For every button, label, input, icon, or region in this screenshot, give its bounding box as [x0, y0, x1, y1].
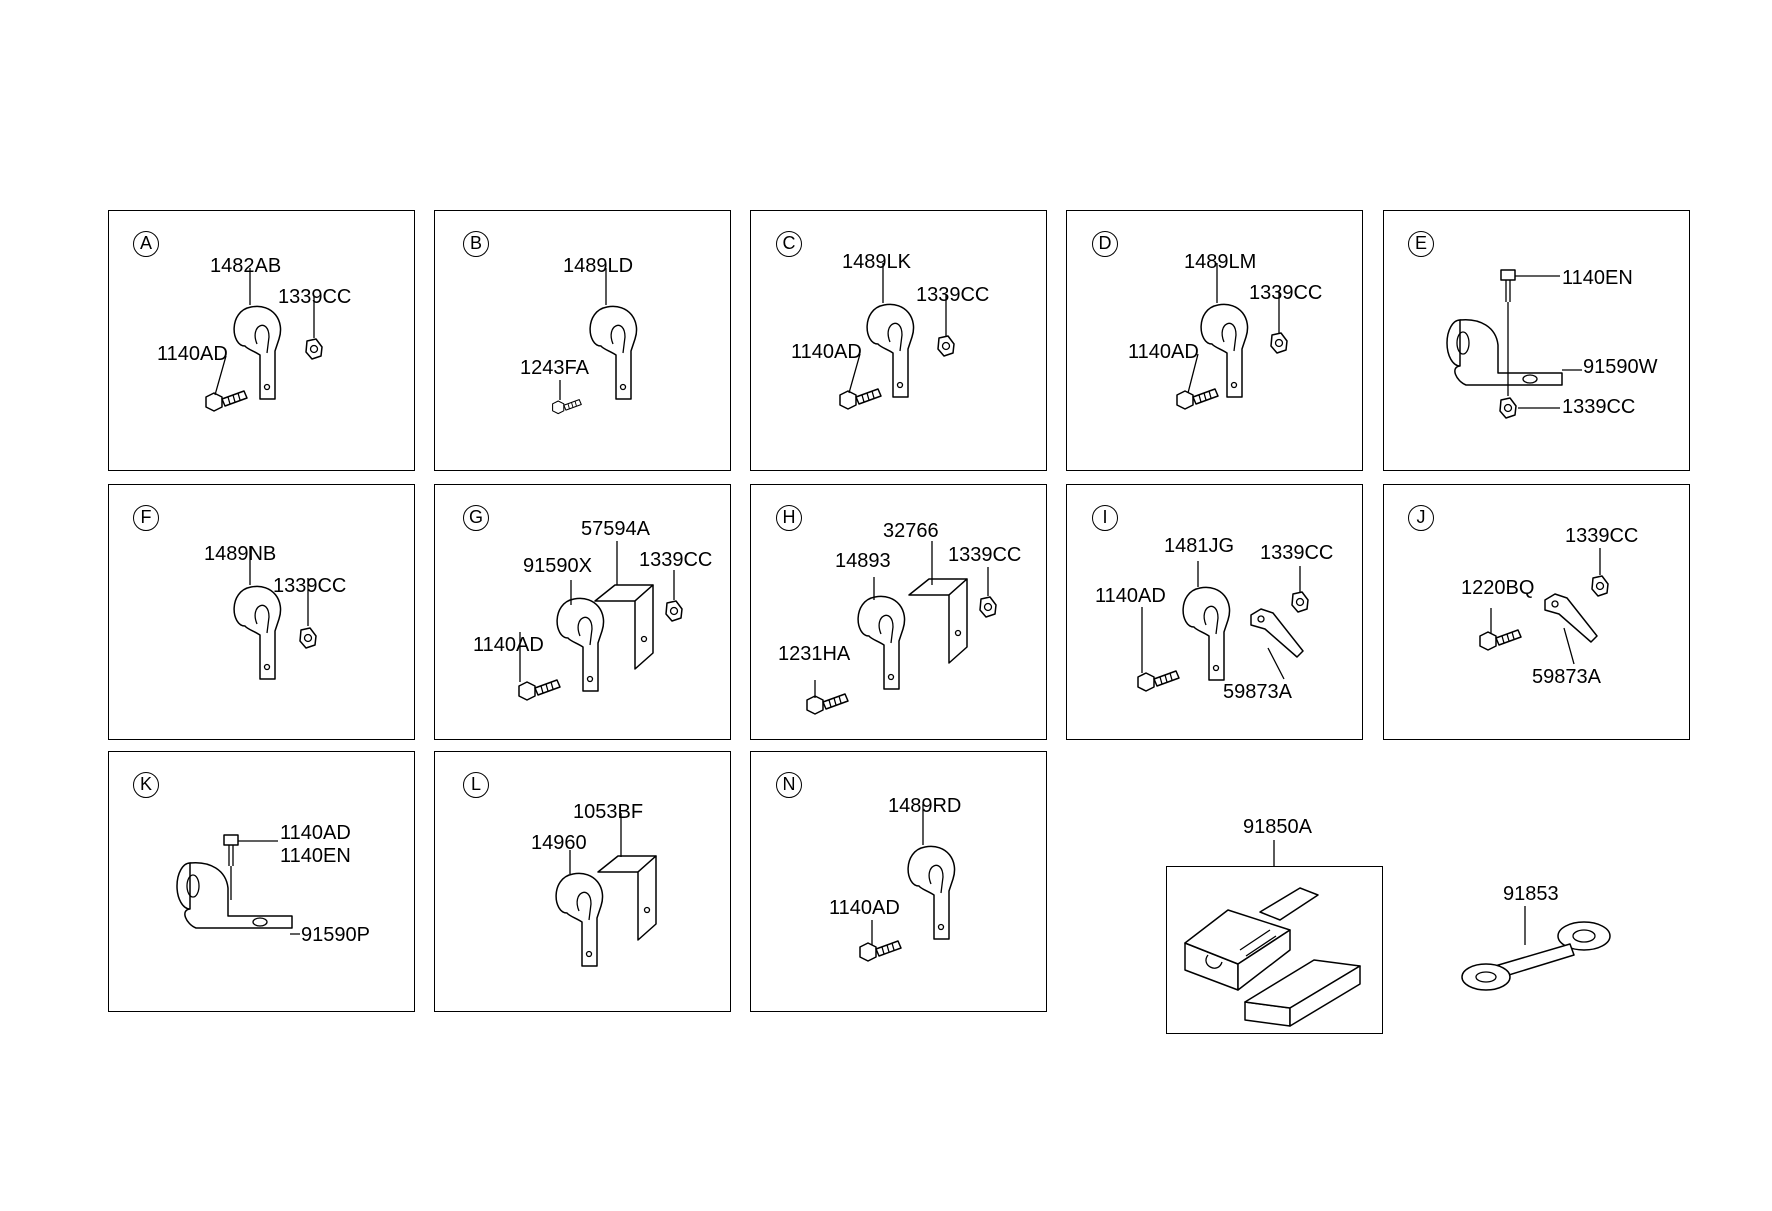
part-label-91853: 91853	[1503, 883, 1559, 905]
part-label: 1220BQ	[1461, 577, 1535, 599]
part-label: 1339CC	[1565, 525, 1639, 547]
part-label: 1489LD	[563, 255, 634, 277]
part-label: 1339CC	[1249, 282, 1323, 304]
panel-letter-f: F	[133, 505, 159, 531]
part-label: 59873A	[1532, 666, 1601, 688]
panel-e: E 1140EN 91590W 1339CC	[1383, 210, 1690, 471]
panel-j: J 1339CC 1220BQ 59873A	[1383, 484, 1690, 740]
part-label: 1231HA	[778, 643, 851, 665]
part-label: 32766	[883, 520, 939, 542]
part-label: 1140AD	[829, 897, 900, 919]
part-label: 1140AD	[791, 341, 862, 363]
part-label: 1339CC	[1562, 396, 1636, 418]
part-label: 59873A	[1223, 681, 1292, 703]
panel-n: N 1489RD 1140AD	[750, 751, 1047, 1012]
part-label: 1339CC	[278, 286, 352, 308]
part-label: 1140AD	[280, 822, 351, 844]
part-label: 1140AD	[1128, 341, 1199, 363]
part-label: 14893	[835, 550, 891, 572]
panel-letter-a: A	[133, 231, 159, 257]
panel-letter-h: H	[776, 505, 802, 531]
part-label: 57594A	[581, 518, 650, 540]
part-label: 1140EN	[280, 845, 351, 867]
panel-letter-n: N	[776, 772, 802, 798]
panel-letter-b: B	[463, 231, 489, 257]
part-label: 1481JG	[1164, 535, 1235, 557]
part-label: 1140AD	[157, 343, 228, 365]
part-label: 1243FA	[520, 357, 589, 379]
part-label: 91590P	[301, 924, 370, 946]
part-label: 1339CC	[273, 575, 347, 597]
panel-letter-c: C	[776, 231, 802, 257]
panel-letter-d: D	[1092, 231, 1118, 257]
part-label: 1140AD	[473, 634, 544, 656]
part-label: 1482AB	[210, 255, 282, 277]
panel-letter-g: G	[463, 505, 489, 531]
part-label: 1140AD	[1095, 585, 1166, 607]
panel-letter-l: L	[463, 772, 489, 798]
part-label: 91590W	[1583, 356, 1658, 378]
panel-a: A 1482AB 1339CC 1140AD	[108, 210, 415, 471]
panel-k: K 1140AD 1140EN 91590P	[108, 751, 415, 1012]
part-label: 1140EN	[1562, 267, 1633, 289]
panel-letter-j: J	[1408, 505, 1434, 531]
part-label: 1489NB	[204, 543, 277, 565]
part-label: 1339CC	[1260, 542, 1334, 564]
part-label: 1053BF	[573, 801, 644, 823]
panel-letter-k: K	[133, 772, 159, 798]
part-label: 1339CC	[948, 544, 1022, 566]
panel-b: B 1489LD 1243FA	[434, 210, 731, 471]
part-label: 1489LM	[1184, 251, 1257, 273]
part-label-91850a: 91850A	[1243, 816, 1312, 838]
part-label: 1339CC	[639, 549, 713, 571]
part-label: 1489LK	[842, 251, 911, 273]
part-label: 1489RD	[888, 795, 962, 817]
part-label: 1339CC	[916, 284, 990, 306]
panel-letter-e: E	[1408, 231, 1434, 257]
part-label: 91590X	[523, 555, 592, 577]
part-label: 14960	[531, 832, 587, 854]
panel-letter-i: I	[1092, 505, 1118, 531]
